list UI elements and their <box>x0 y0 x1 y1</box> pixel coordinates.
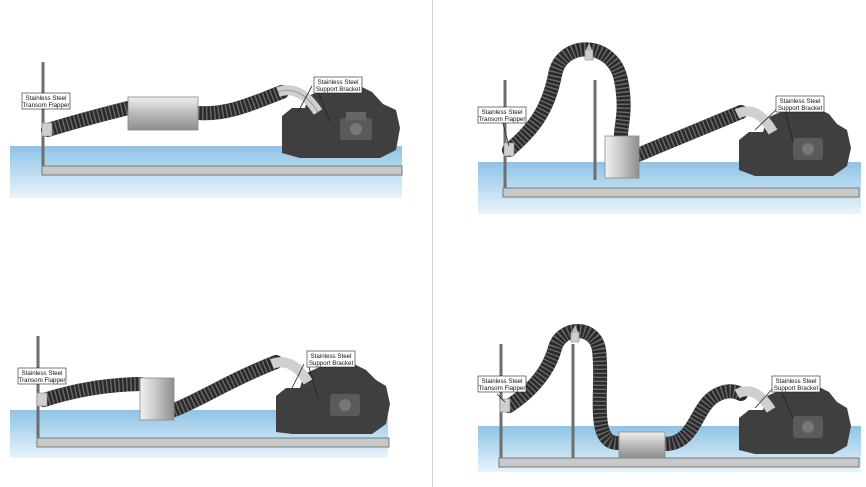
vertical-muffler <box>139 377 175 421</box>
panel-top-right: Stainless Steel Transom Flapper Stainles… <box>433 0 866 240</box>
exhaust-hose-forward <box>167 355 283 417</box>
exhaust-hose-loop <box>502 324 626 450</box>
elbow-fitting <box>270 357 313 385</box>
label-support-bracket: Stainless Steel Support Bracket <box>775 95 825 113</box>
bracket-label-line1: Stainless Steel <box>318 79 359 86</box>
elbow-fitting <box>734 386 776 413</box>
label-transom-flapper: Stainless Steel Transom Flapper <box>21 92 71 110</box>
flapper-fitting <box>41 122 53 137</box>
bracket-label-line1: Stainless Steel <box>776 378 817 385</box>
hull-bottom <box>502 187 860 198</box>
label-support-bracket: Stainless Steel Support Bracket <box>313 76 363 94</box>
flapper-label-line1: Stainless Steel <box>482 109 523 116</box>
flapper-label-line2: Transom Flapper <box>23 102 70 109</box>
flapper-label-line1: Stainless Steel <box>482 378 523 385</box>
exhaust-hose-aft <box>37 377 147 407</box>
panel-bottom-left: Stainless Steel Transom Flapper Stainles… <box>0 240 432 487</box>
vent-fitting <box>584 43 594 61</box>
bracket-label-line2: Support Bracket <box>774 385 819 392</box>
panel-divider <box>432 0 433 487</box>
hull-bottom <box>36 437 390 448</box>
exhaust-hose-forward <box>631 105 748 162</box>
bracket-label-line2: Support Bracket <box>778 105 823 112</box>
exhaust-hose-loop <box>502 42 631 157</box>
low-muffler <box>618 431 666 459</box>
elbow-fitting <box>276 85 323 115</box>
label-transom-flapper: Stainless Steel Transom Flapper <box>17 367 67 385</box>
bracket-label-line2: Support Bracket <box>309 360 354 367</box>
bracket-label-line1: Stainless Steel <box>311 353 352 360</box>
hull-bottom <box>498 457 860 468</box>
exhaust-hose-forward <box>191 85 289 121</box>
lift-muffler <box>604 135 640 179</box>
label-support-bracket: Stainless Steel Support Bracket <box>771 375 821 393</box>
bracket-label-line2: Support Bracket <box>316 86 361 93</box>
flapper-fitting <box>499 398 511 413</box>
label-support-bracket: Stainless Steel Support Bracket <box>306 350 356 368</box>
label-transom-flapper: Stainless Steel Transom Flapper <box>477 375 527 393</box>
panel-bottom-right: Stainless Steel Transom Flapper Stainles… <box>433 240 866 487</box>
flapper-label-line2: Transom Flapper <box>479 116 526 123</box>
flapper-label-line1: Stainless Steel <box>22 370 63 377</box>
flapper-label-line1: Stainless Steel <box>26 95 67 102</box>
exhaust-hose-aft <box>41 101 135 137</box>
engine <box>276 362 390 434</box>
exhaust-hose-forward <box>658 384 748 451</box>
flapper-fitting <box>36 392 48 407</box>
elbow-fitting <box>734 106 778 135</box>
flapper-label-line2: Transom Flapper <box>479 385 526 392</box>
muffler <box>127 96 199 131</box>
panel-top-left: Stainless Steel Transom Flapper Stainles… <box>0 0 432 240</box>
flapper-fitting <box>503 142 515 157</box>
bracket-label-line1: Stainless Steel <box>780 98 821 105</box>
vent-fitting <box>570 325 580 343</box>
flapper-label-line2: Transom Flapper <box>19 377 66 384</box>
label-transom-flapper: Stainless Steel Transom Flapper <box>477 106 527 124</box>
hull-bottom <box>41 165 403 176</box>
